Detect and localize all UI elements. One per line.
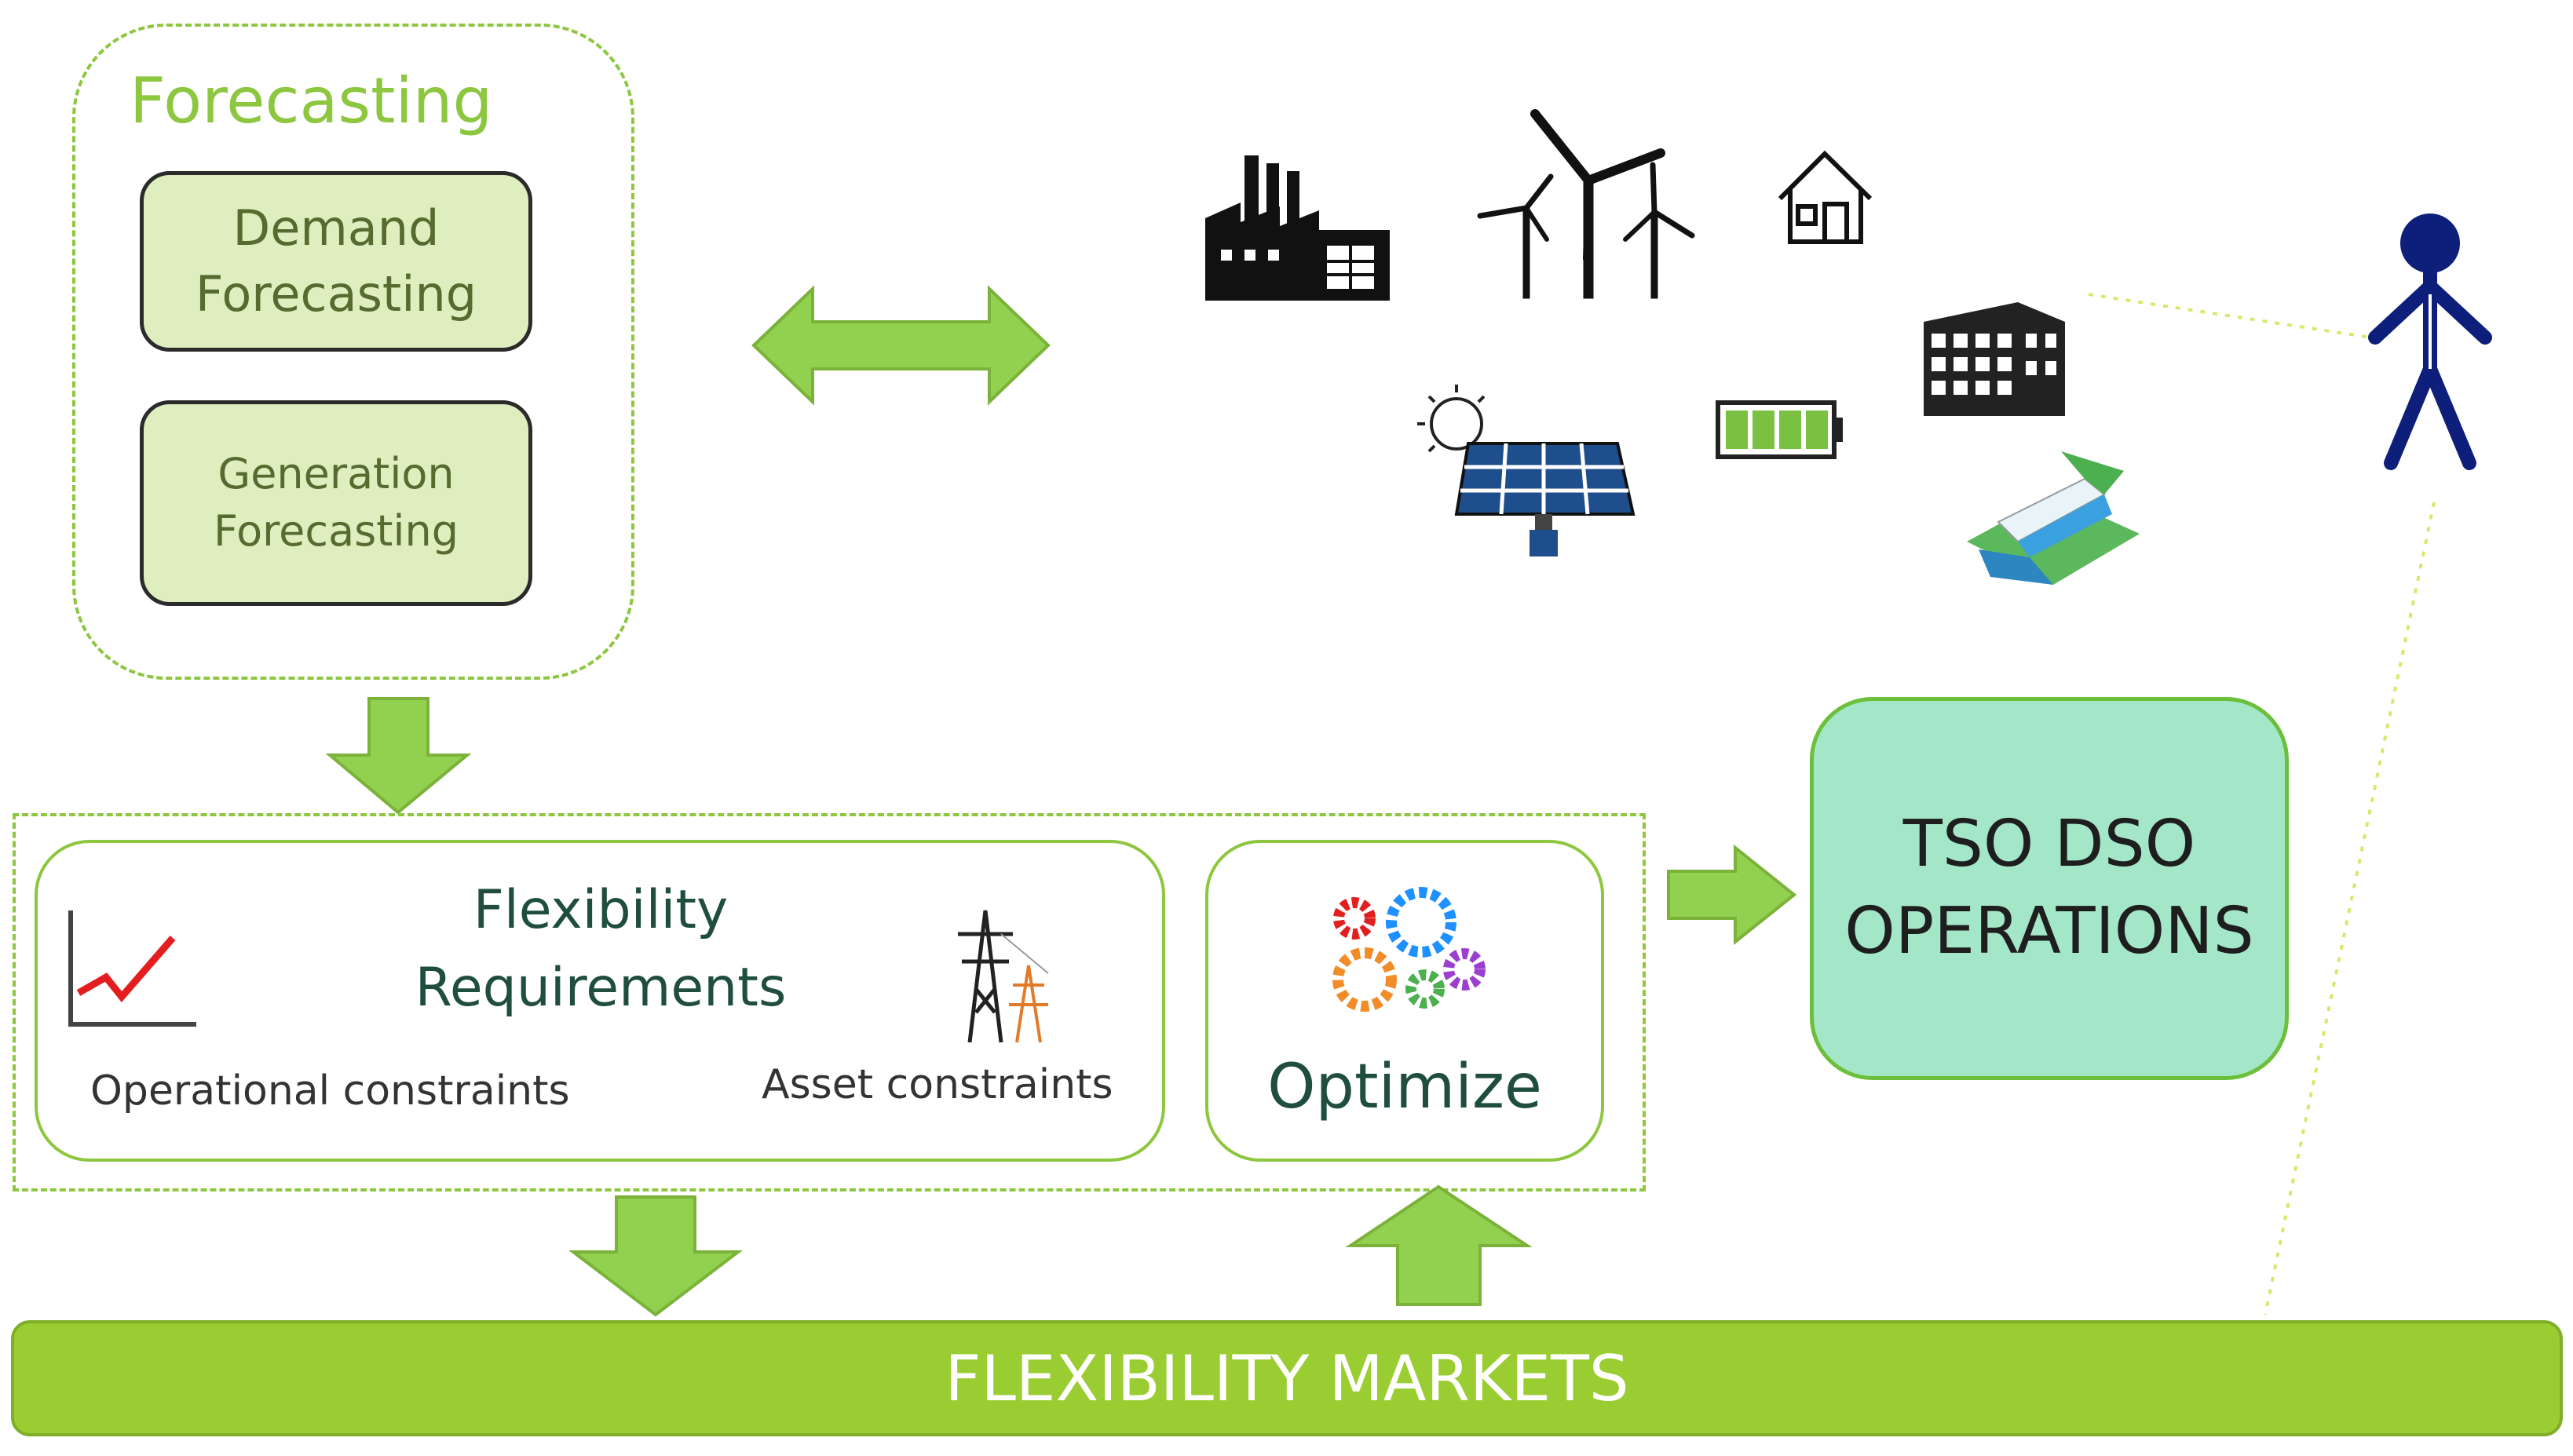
house-icon (1778, 150, 1873, 244)
demand-forecasting-box: Demand Forecasting (140, 171, 532, 352)
battery-icon (1716, 400, 1843, 459)
right-arrow-icon (1667, 844, 1797, 946)
chart-icon (68, 910, 196, 1027)
wind-turbines-icon (1477, 109, 1695, 299)
optimize-label: Optimize (1267, 1052, 1542, 1122)
gears-icon (1332, 887, 1486, 1012)
forecasting-group (72, 24, 634, 680)
flexibility-requirements-box (35, 840, 1165, 1162)
hydro-dam-icon (1967, 451, 2140, 585)
forecasting-title: Forecasting (130, 64, 493, 137)
flexibility-markets-bar: FLEXIBILITY MARKETS (11, 1320, 2563, 1436)
double-arrow-icon (751, 285, 1051, 406)
optimize-box (1205, 840, 1604, 1162)
tso-dso-operations-box: TSO DSO OPERATIONS (1810, 697, 2289, 1080)
pylon-icon (958, 910, 1049, 1043)
operational-constraints-label: Operational constraints (90, 1067, 570, 1115)
generation-forecasting-box: Generation Forecasting (140, 400, 532, 606)
down-arrow-icon (325, 697, 472, 815)
solar-panel-icon (1417, 385, 1636, 556)
down-arrow-to-markets-icon (568, 1195, 743, 1317)
office-building-icon (1924, 302, 2065, 416)
up-arrow-from-markets-icon (1345, 1184, 1533, 1306)
factory-icon (1205, 155, 1390, 301)
asset-constraints-label: Asset constraints (762, 1061, 1113, 1108)
flexibility-requirements-title: Flexibility Requirements (415, 879, 787, 1019)
person-icon (2368, 213, 2492, 470)
flexibility-group (13, 813, 1646, 1191)
